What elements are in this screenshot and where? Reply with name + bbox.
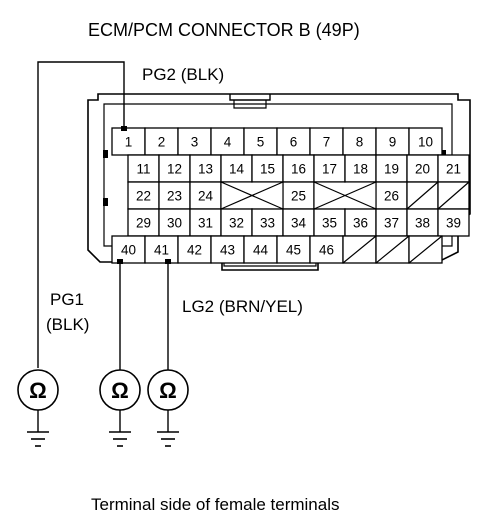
terminal-number: 6 — [290, 135, 298, 150]
terminal-cell — [144, 235, 179, 264]
terminal-number: 7 — [323, 135, 331, 150]
terminal-number: 19 — [384, 162, 399, 177]
terminal-number: 16 — [291, 162, 306, 177]
blank-diagonal-mark — [406, 181, 439, 210]
terminal-cell — [437, 154, 470, 183]
terminal-number: 22 — [136, 189, 151, 204]
terminal-number: 15 — [260, 162, 275, 177]
terminal-cell — [243, 127, 278, 156]
pg2-label: PG2 (BLK) — [142, 65, 224, 84]
blank-diagonal-mark — [437, 181, 470, 210]
terminal-cell — [158, 208, 191, 237]
terminal-number: 32 — [229, 216, 244, 231]
terminal-number: 26 — [384, 189, 399, 204]
terminal-number: 31 — [198, 216, 213, 231]
terminal-number: 4 — [224, 135, 232, 150]
terminal-number: 24 — [198, 189, 214, 204]
terminal-number: 33 — [260, 216, 275, 231]
terminal-cell — [437, 208, 470, 237]
terminal-cell — [189, 154, 222, 183]
terminal-number: 41 — [154, 243, 169, 258]
terminal-number: 20 — [415, 162, 430, 177]
terminal-cell — [375, 181, 408, 210]
terminal-number: 30 — [167, 216, 182, 231]
terminal-number: 13 — [198, 162, 213, 177]
terminal-number: 8 — [356, 135, 364, 150]
terminal-number: 29 — [136, 216, 151, 231]
terminal-number: 9 — [389, 135, 397, 150]
ohmmeter: Ω — [99, 369, 141, 447]
wire-pg2 — [37, 61, 125, 368]
pg1-label-line2: (BLK) — [46, 315, 89, 334]
terminal-cell — [375, 154, 408, 183]
pg1-label-line1: PG1 — [50, 290, 84, 309]
diagram-caption: Terminal side of female terminals — [91, 495, 339, 514]
terminal-number: 38 — [415, 216, 430, 231]
terminal-cell — [220, 154, 253, 183]
terminal-number: 45 — [286, 243, 301, 258]
terminal-number: 2 — [158, 135, 166, 150]
blank-diagonal-mark — [375, 235, 410, 264]
ohmmeter: Ω — [147, 369, 189, 447]
terminal-cell — [276, 235, 311, 264]
terminal-number: 14 — [229, 162, 245, 177]
blank-diagonal-mark — [342, 235, 377, 264]
terminal-cell — [127, 208, 160, 237]
blank-cross-mark — [313, 181, 377, 210]
ohm-symbol: Ω — [111, 378, 129, 403]
terminal-number: 21 — [446, 162, 461, 177]
terminal-number: 23 — [167, 189, 182, 204]
terminal-cell — [276, 127, 311, 156]
terminal-cell — [177, 127, 212, 156]
terminal-number: 12 — [167, 162, 182, 177]
terminal-number: 3 — [191, 135, 199, 150]
blank-cross-mark — [220, 181, 284, 210]
terminal-cell — [282, 154, 315, 183]
probe-wires — [37, 61, 169, 370]
terminal-number: 5 — [257, 135, 265, 150]
terminal-number: 10 — [418, 135, 433, 150]
blank-diagonal-mark — [408, 235, 443, 264]
terminal-number: 34 — [291, 216, 307, 231]
terminal-cell — [243, 235, 278, 264]
terminal-number: 18 — [353, 162, 368, 177]
lg2-label: LG2 (BRN/YEL) — [182, 297, 303, 316]
ohm-symbol: Ω — [29, 378, 47, 403]
terminal-number: 17 — [322, 162, 337, 177]
terminal-cell — [210, 235, 245, 264]
terminal-cell — [158, 181, 191, 210]
ohmmeter: Ω — [17, 369, 59, 447]
terminal-cell — [144, 127, 179, 156]
terminal-number: 25 — [291, 189, 306, 204]
terminal-number: 44 — [253, 243, 269, 258]
ohm-symbol: Ω — [159, 378, 177, 403]
terminal-number: 35 — [322, 216, 337, 231]
diagram-title: ECM/PCM CONNECTOR B (49P) — [88, 20, 360, 40]
terminal-cell — [127, 181, 160, 210]
terminal-number: 1 — [125, 135, 133, 150]
terminal-number: 40 — [121, 243, 136, 258]
terminal-number: 37 — [384, 216, 399, 231]
terminal-number: 36 — [353, 216, 368, 231]
terminal-cell — [111, 235, 146, 264]
terminal-number: 46 — [319, 243, 334, 258]
wire-taps — [117, 126, 171, 264]
terminal-number: 39 — [446, 216, 461, 231]
terminal-number: 43 — [220, 243, 235, 258]
terminal-number: 11 — [136, 162, 150, 177]
terminal-number: 42 — [187, 243, 202, 258]
